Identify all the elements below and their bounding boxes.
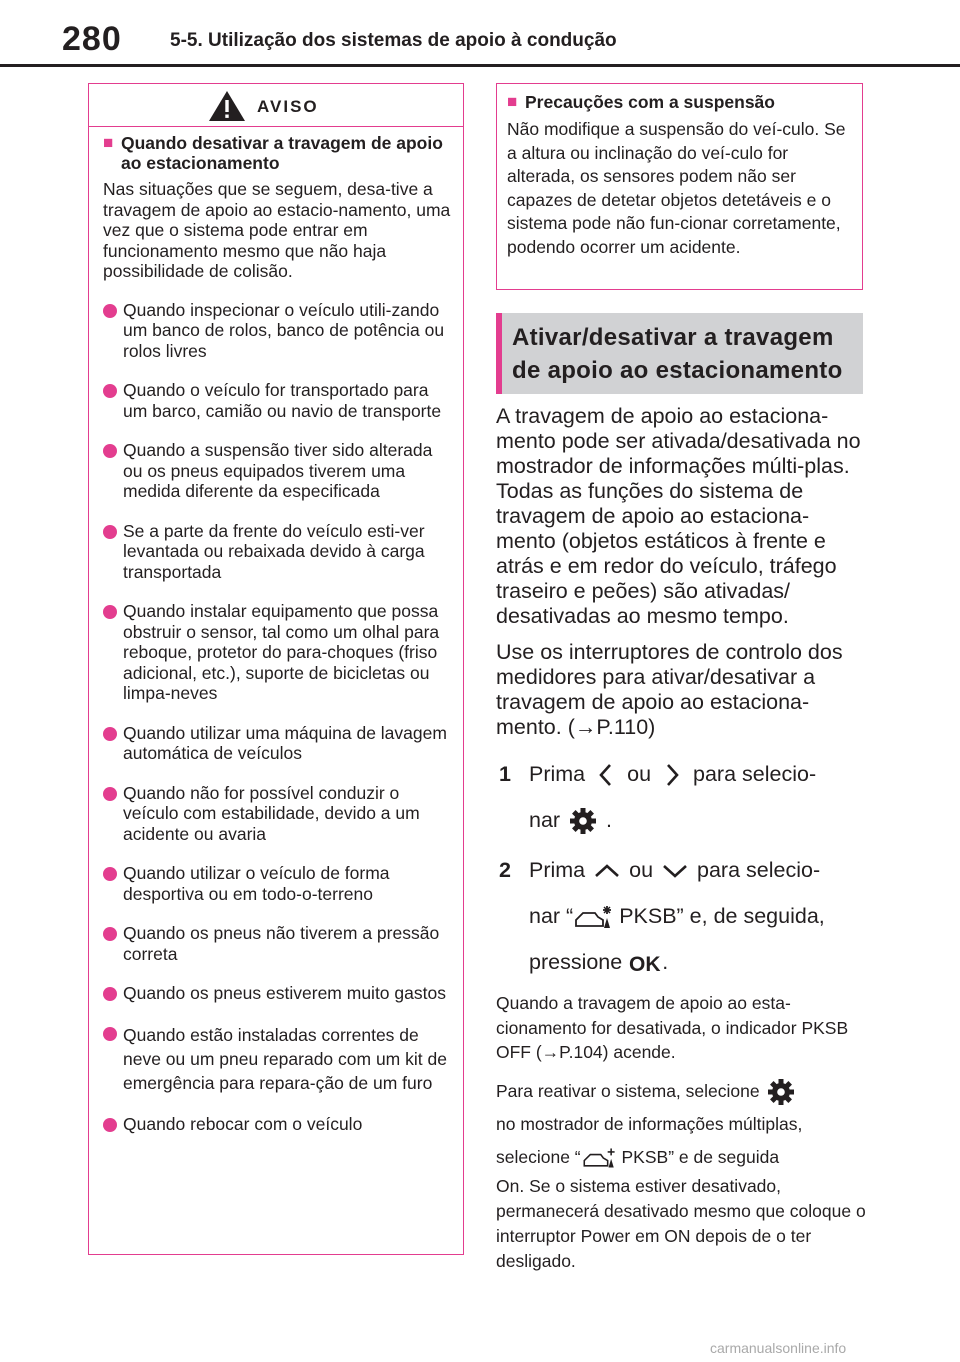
warning-intro: Nas situações que se seguem, desa-tive a… — [103, 179, 451, 281]
header-rule — [0, 64, 960, 67]
warning-triangle-icon — [209, 91, 245, 121]
step-2: 2 Prima ou para selecio- nar “ PKSB” e, … — [496, 847, 868, 985]
warning-title: AVISO — [257, 97, 319, 116]
warning-heading: ■ Quando desativar a travagem de apoio a… — [103, 133, 451, 173]
bullet-dot-icon — [103, 723, 123, 741]
list-item: Quando os pneus não tiverem a pressão co… — [103, 923, 451, 964]
warning-bullet-list: Quando inspecionar o veículo utili-zando… — [103, 300, 451, 1135]
instruction-paragraph: Use os interruptores de controlo dos med… — [496, 640, 843, 739]
section-body: A travagem de apoio ao estaciona-mento p… — [496, 404, 868, 1274]
step-1: 1 Prima ou para selecio- nar . — [496, 751, 868, 843]
note-paragraph: Quando a travagem de apoio ao esta-ciona… — [496, 993, 849, 1062]
step-number: 1 — [499, 762, 511, 786]
settings-gear-icon — [570, 808, 597, 835]
list-item: Quando não for possível conduzir o veícu… — [103, 783, 451, 845]
section-heading-line2: de apoio ao estacionamento — [512, 357, 843, 384]
chevron-left-icon — [599, 764, 612, 787]
list-item: Quando os pneus estiverem muito gastos — [103, 983, 451, 1004]
chevron-up-icon — [595, 864, 620, 878]
list-item: Quando a suspensão tiver sido alterada o… — [103, 440, 451, 502]
list-item: Quando utilizar uma máquina de lavagem a… — [103, 723, 451, 764]
intro-paragraph: A travagem de apoio ao estaciona-mento p… — [496, 404, 861, 628]
square-bullet-icon: ■ — [103, 133, 114, 152]
bullet-dot-icon — [103, 923, 123, 941]
section-title: 5-5. Utilização dos sistemas de apoio à … — [170, 30, 617, 51]
precaution-heading: ■ Precauções com a suspensão — [507, 92, 775, 112]
bullet-dot-icon — [103, 300, 123, 318]
bullet-dot-icon — [103, 440, 123, 458]
reactivate-note: Para reativar o sistema, selecione no mo… — [496, 1075, 868, 1174]
settings-gear-icon — [768, 1078, 795, 1105]
list-item: Quando utilizar o veículo de forma despo… — [103, 863, 451, 904]
list-item: Quando inspecionar o veículo utili-zando… — [103, 300, 451, 362]
bullet-dot-icon — [103, 601, 123, 619]
warning-box: AVISO ■ Quando desativar a travagem de a… — [88, 83, 464, 1255]
precaution-text: Não modifique a suspensão do veí-culo. S… — [507, 119, 846, 257]
list-item: Quando o veículo for transportado para u… — [103, 380, 451, 421]
list-item: Quando estão instaladas correntes de nev… — [103, 1023, 451, 1095]
bullet-dot-icon — [103, 1114, 123, 1132]
square-bullet-icon: ■ — [507, 92, 518, 111]
warning-heading-text: Quando desativar a travagem de apoio ao … — [121, 133, 443, 173]
warning-header: AVISO — [89, 84, 463, 127]
watermark: carmanualsonline.info — [710, 1340, 847, 1356]
ok-button-icon: OK — [629, 953, 661, 976]
page-header: 280 5-5. Utilização dos sistemas de apoi… — [0, 0, 960, 67]
bullet-dot-icon — [103, 863, 123, 881]
page-number: 280 — [62, 20, 122, 58]
reactivate-note-continued: On. Se o sistema estiver desativado, per… — [496, 1175, 866, 1271]
bullet-dot-icon — [103, 783, 123, 801]
chevron-right-icon — [667, 764, 679, 787]
pksb-car-icon — [583, 1148, 615, 1168]
list-item: Quando instalar equipamento que possa ob… — [103, 601, 451, 704]
pksb-car-icon — [575, 906, 612, 929]
chevron-down-icon — [663, 865, 687, 879]
list-item: Quando rebocar com o veículo — [103, 1114, 451, 1135]
bullet-dot-icon — [103, 1023, 123, 1041]
bullet-dot-icon — [103, 983, 123, 1001]
precaution-box: ■ Precauções com a suspensão Não modifiq… — [496, 83, 863, 290]
list-item: Se a parte da frente do veículo esti-ver… — [103, 521, 451, 583]
section-heading: Ativar/desativar a travagem de apoio ao … — [496, 313, 863, 394]
svg-text:OK: OK — [629, 953, 661, 976]
section-heading-line1: Ativar/desativar a travagem — [512, 324, 834, 351]
bullet-dot-icon — [103, 380, 123, 398]
step-number: 2 — [499, 858, 511, 882]
bullet-dot-icon — [103, 521, 123, 539]
